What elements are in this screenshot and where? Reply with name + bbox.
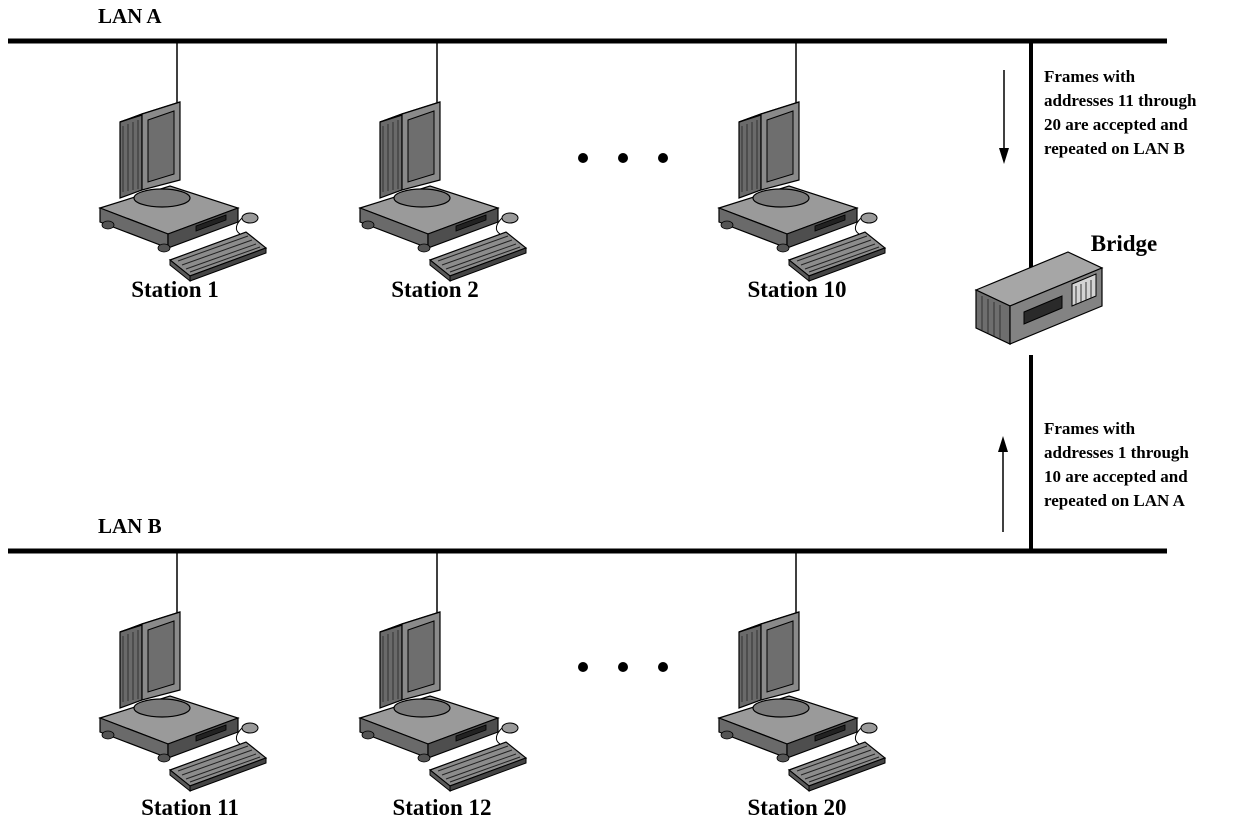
ellipsis-dots-icon xyxy=(578,662,668,672)
bridge-device-icon xyxy=(975,251,1103,345)
lan-a-label: LAN A xyxy=(98,4,162,28)
station-label: Station 11 xyxy=(141,795,239,820)
desktop-computer-icon xyxy=(718,611,886,792)
desktop-computer-icon xyxy=(99,611,267,792)
note-line: repeated on LAN B xyxy=(1044,139,1185,158)
station-label: Station 20 xyxy=(747,795,846,820)
note-line: addresses 1 through xyxy=(1044,443,1189,462)
note-line: Frames with xyxy=(1044,419,1136,438)
note-b-to-a: Frames with addresses 1 through 10 are a… xyxy=(1044,419,1193,510)
note-line: 10 are accepted and xyxy=(1044,467,1188,486)
station-label: Station 1 xyxy=(131,277,219,302)
note-a-to-b: Frames with addresses 11 through 20 are … xyxy=(1044,67,1201,158)
note-line: 20 are accepted and xyxy=(1044,115,1188,134)
up-arrow-icon xyxy=(998,436,1008,532)
desktop-computer-icon xyxy=(718,101,886,282)
bridge-label: Bridge xyxy=(1091,231,1157,256)
station-label: Station 12 xyxy=(392,795,491,820)
note-line: Frames with xyxy=(1044,67,1136,86)
note-line: addresses 11 through xyxy=(1044,91,1197,110)
desktop-computer-icon xyxy=(359,611,527,792)
down-arrow-icon xyxy=(999,70,1009,164)
desktop-computer-icon xyxy=(359,101,527,282)
lan-b-label: LAN B xyxy=(98,514,162,538)
station-label: Station 2 xyxy=(391,277,479,302)
note-line: repeated on LAN A xyxy=(1044,491,1186,510)
desktop-computer-icon xyxy=(99,101,267,282)
ellipsis-dots-icon xyxy=(578,153,668,163)
station-label: Station 10 xyxy=(747,277,846,302)
